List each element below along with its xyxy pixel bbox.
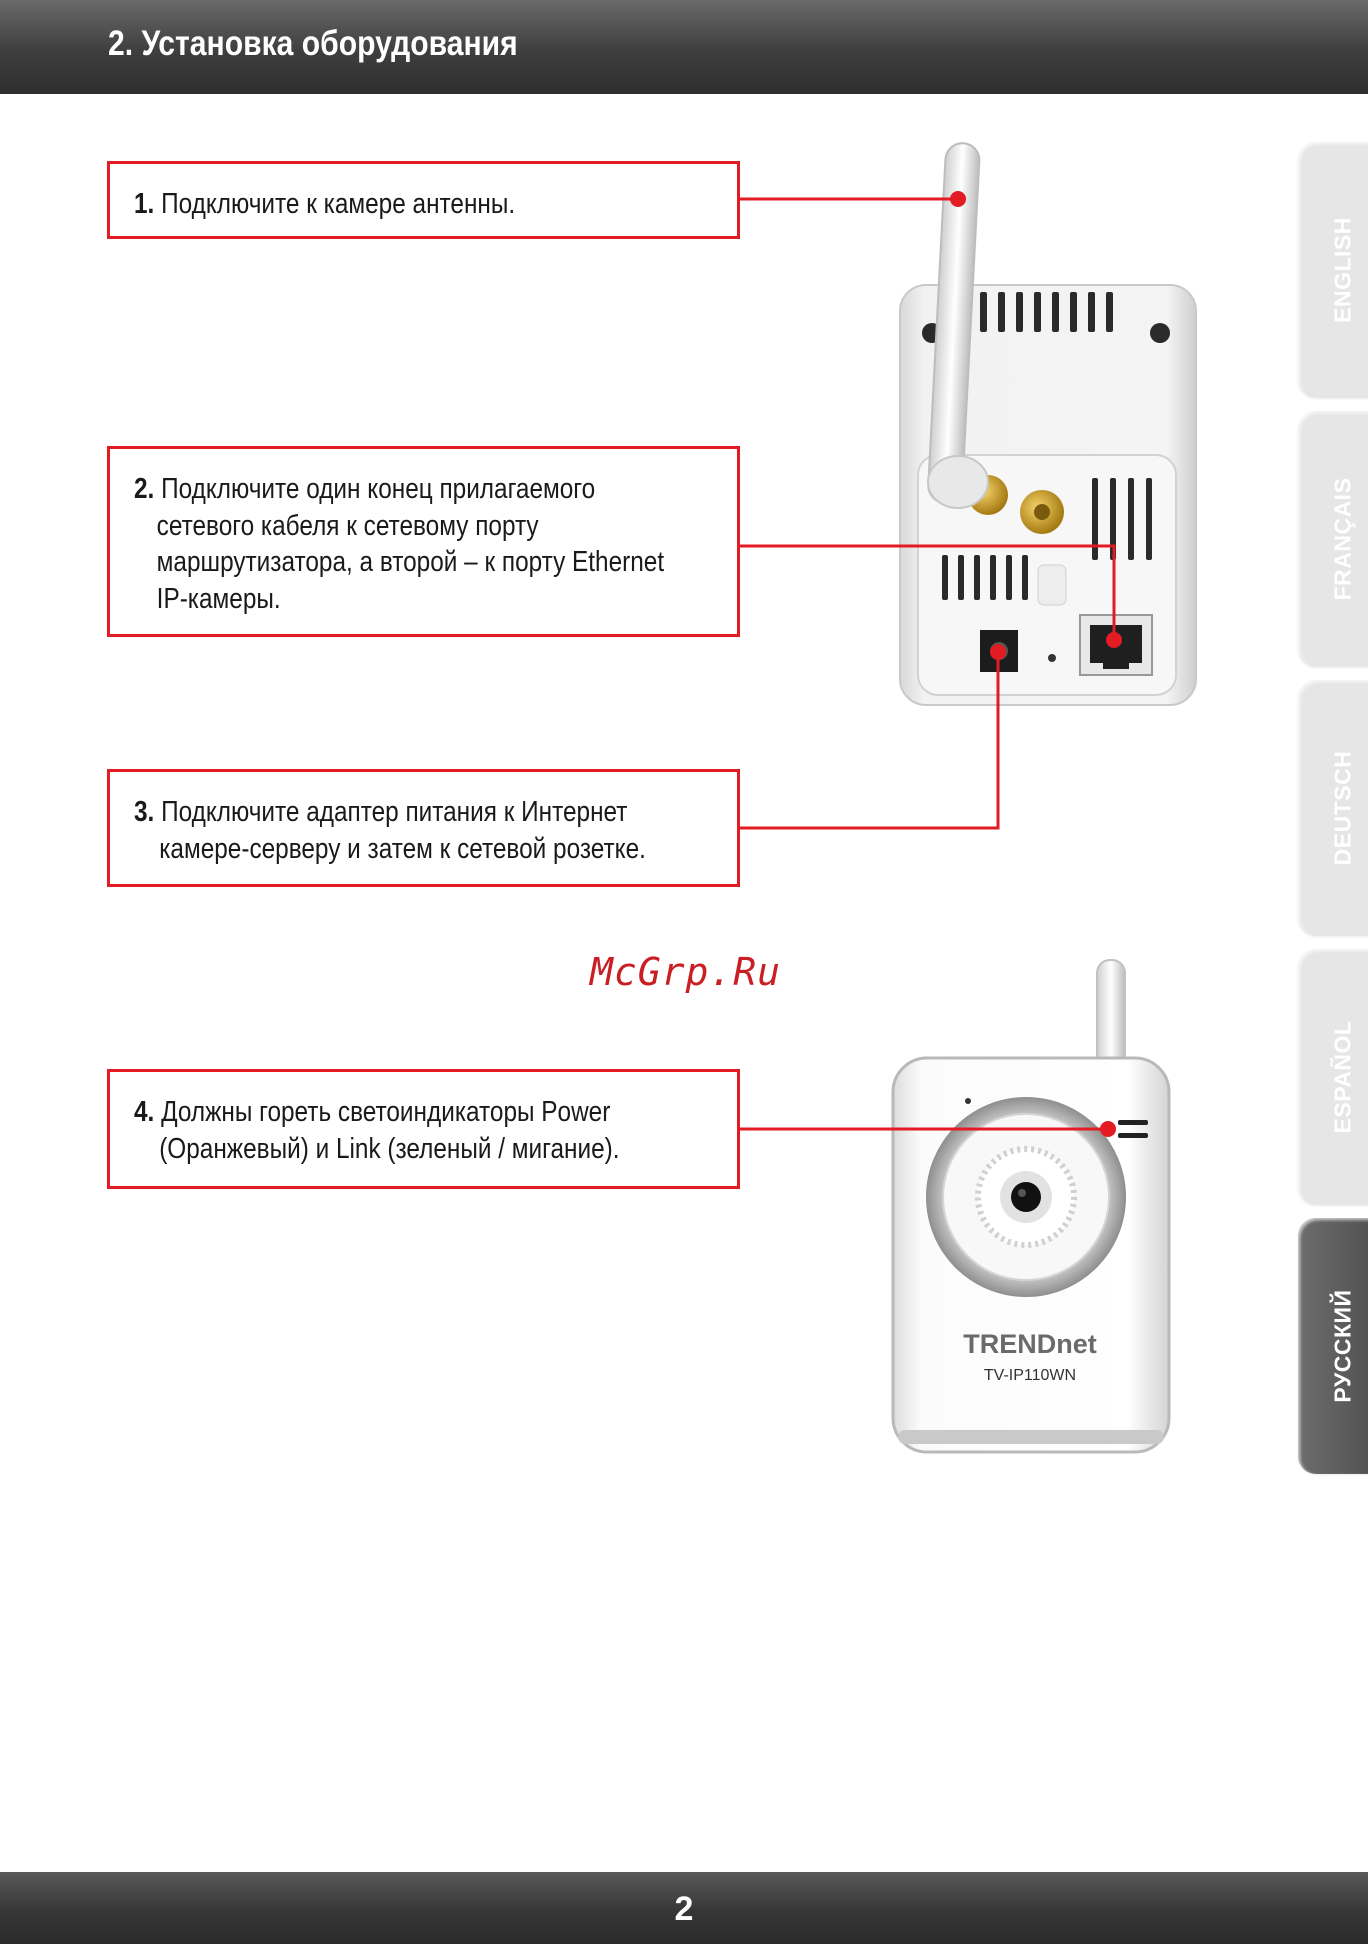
dot-power — [990, 644, 1006, 660]
step-3-number: 3. — [134, 796, 155, 828]
tab-espanol[interactable]: ESPAÑOL — [1298, 949, 1368, 1205]
step-3-line-1: Подключите адаптер питания к Интернет — [161, 796, 628, 828]
step-2-number: 2. — [134, 473, 155, 505]
camera-front: TRENDnet TV-IP110WN — [891, 959, 1171, 1454]
connector-step-3 — [740, 652, 1000, 830]
page-number: 2 — [674, 1890, 694, 1928]
tab-russian[interactable]: РУССКИЙ — [1298, 1218, 1368, 1474]
step-2-line-1: Подключите один конец прилагаемого — [161, 473, 596, 505]
camera-model-label: TV-IP110WN — [984, 1367, 1076, 1384]
dot-led — [1100, 1121, 1116, 1137]
dot-ethernet — [1106, 632, 1122, 648]
step-4-line-1: Должны гореть светоиндикаторы Power — [161, 1096, 611, 1128]
footer-bar: 2 — [0, 1872, 1368, 1944]
step-4-box: 4. Должны гореть светоиндикаторы Power (… — [107, 1069, 740, 1189]
page-title: 2. Установка оборудования — [108, 24, 518, 63]
watermark: McGrp.Ru — [590, 950, 782, 994]
step-1-box: 1. Подключите к камере антенны. — [107, 161, 740, 239]
step-2-line-4: IP-камеры. — [156, 582, 281, 615]
dot-antenna — [950, 191, 966, 207]
step-2-box: 2. Подключите один конец прилагаемого се… — [107, 446, 740, 637]
step-2-line-3: маршрутизатора, а второй – к порту Ether… — [156, 546, 665, 578]
connector-step-2 — [740, 544, 1116, 640]
step-3-box: 3. Подключите адаптер питания к Интернет… — [107, 769, 740, 887]
camera-rear — [899, 284, 1197, 706]
step-4-number: 4. — [134, 1096, 155, 1128]
step-2-line-2: сетевого кабеля к сетевому порту — [156, 509, 539, 542]
step-1-line-1: Подключите к камере антенны. — [161, 188, 516, 220]
step-4-line-2: (Оранжевый) и Link (зеленый / мигание). — [159, 1132, 620, 1165]
camera-brand-label: TRENDnet — [963, 1329, 1097, 1359]
step-3-line-2: камере-серверу и затем к сетевой розетке… — [159, 832, 646, 865]
step-1-number: 1. — [134, 188, 155, 220]
tab-francais[interactable]: FRANÇAIS — [1298, 411, 1368, 667]
header-bar: 2. Установка оборудования — [0, 0, 1368, 94]
antenna-rear — [927, 142, 989, 509]
tab-deutsch[interactable]: DEUTSCH — [1298, 680, 1368, 936]
tab-english[interactable]: ENGLISH — [1298, 142, 1368, 398]
